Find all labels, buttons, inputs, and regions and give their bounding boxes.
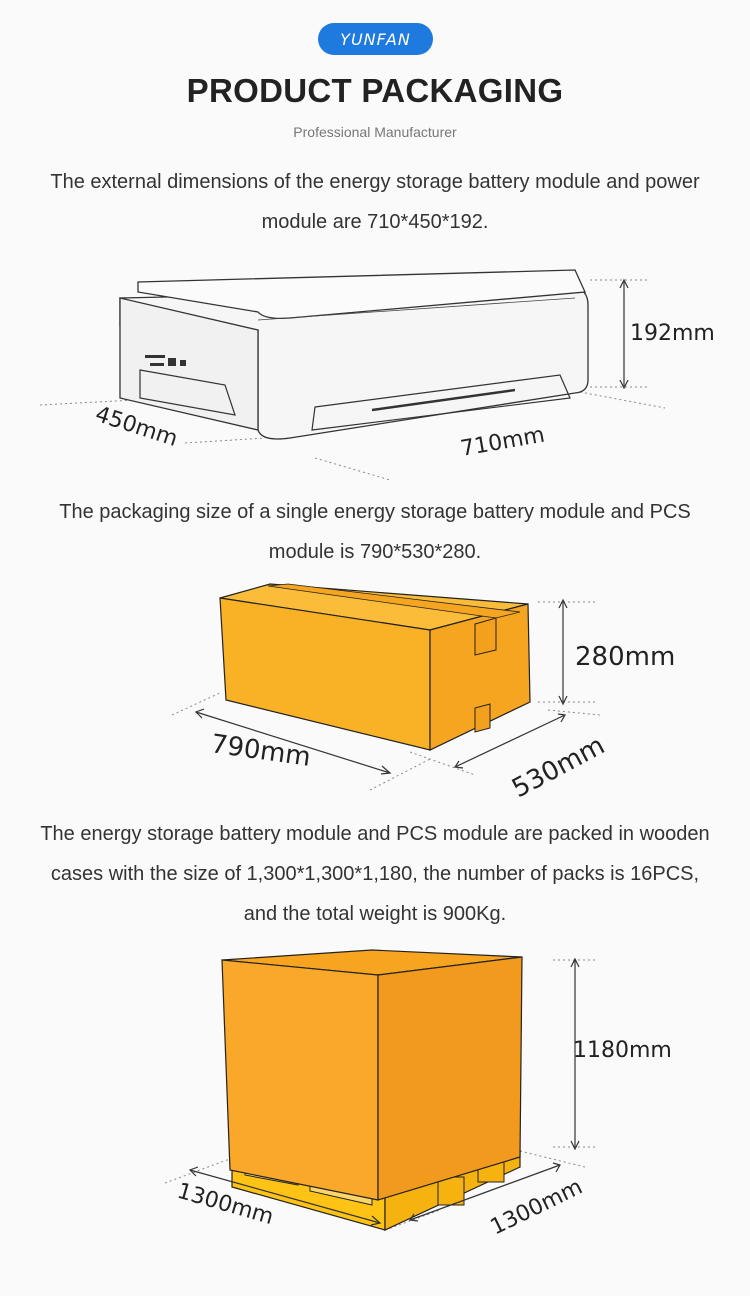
case-depth-label: 1300mm [487,1175,587,1241]
section-3-line-3: and the total weight is 900Kg. [243,903,507,925]
section-3-line-2: cases with the size of 1,300*1,300*1,180… [50,863,700,885]
section-2-line-1: The packaging size of a single energy st… [59,501,691,523]
carton-depth-label: 530mm [507,731,610,805]
brand-logo: YUNFAN [318,23,433,55]
carton-length-label: 790mm [209,729,312,773]
section-3-description: The energy storage battery module and PC… [0,814,750,934]
section-2-description: The packaging size of a single energy st… [0,492,750,572]
module-height-label: 192mm [630,321,715,346]
module-length-label: 710mm [459,423,547,462]
single-carton-illustration: 280mm 790mm 530mm [171,583,675,804]
carton-height-label: 280mm [575,642,675,672]
section-2-line-2: module is 790*530*280. [268,541,482,563]
battery-module-illustration: 192mm 450mm 710mm [39,269,715,481]
wooden-case-illustration: 1180mm 1300mm 1300mm [164,949,672,1241]
section-3-line-1: The energy storage battery module and PC… [40,823,710,845]
section-1-description: The external dimensions of the energy st… [0,162,750,242]
page-subtitle: Professional Manufacturer [293,124,457,140]
section-1-line-1: The external dimensions of the energy st… [50,171,700,193]
section-1-line-2: module are 710*450*192. [261,211,489,233]
page-title: PRODUCT PACKAGING [186,72,564,109]
case-height-label: 1180mm [573,1038,672,1063]
